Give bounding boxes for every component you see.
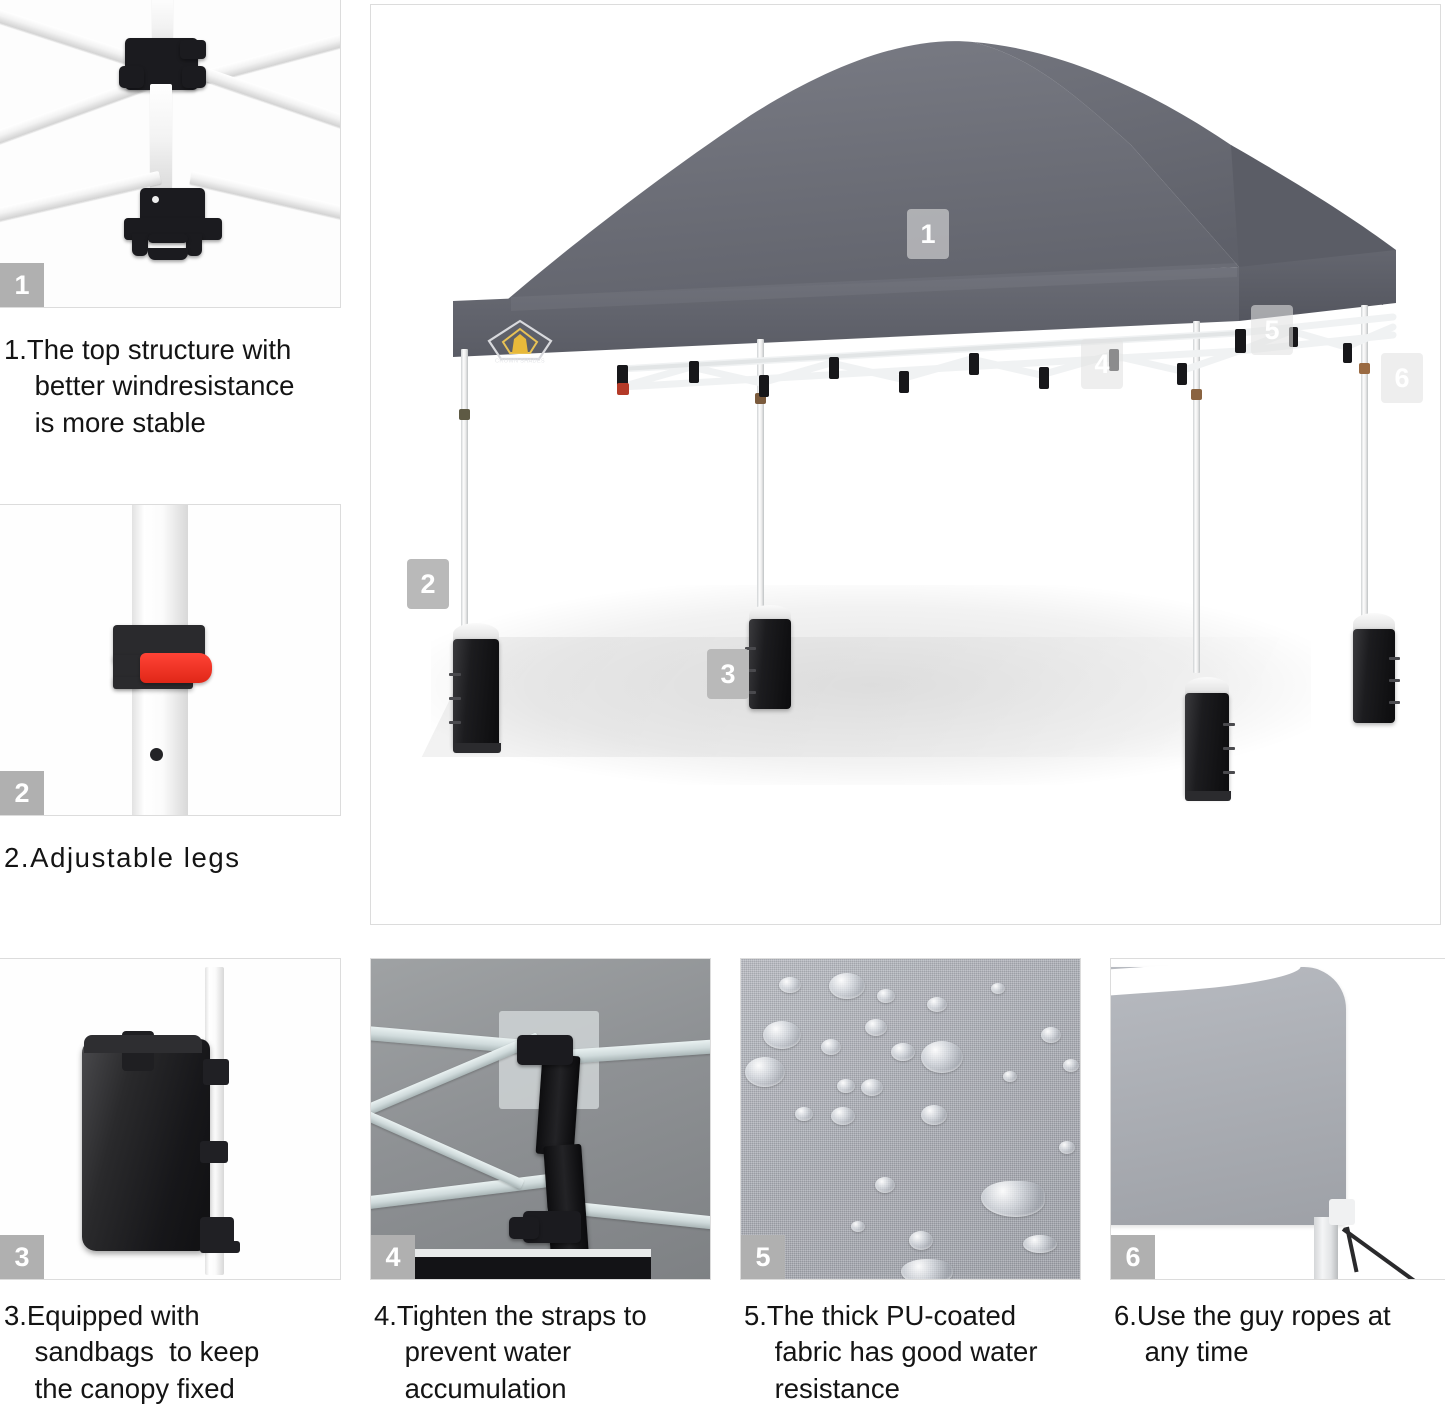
leg-release-button[interactable] bbox=[140, 653, 212, 683]
leg-weight-bag-1 bbox=[453, 639, 499, 749]
hero-callout-2: 2 bbox=[407, 559, 449, 609]
canopy-leg-second bbox=[757, 339, 764, 625]
feature-badge-4: 4 bbox=[371, 1235, 415, 1279]
brand-logo: CROWN SHADES bbox=[481, 317, 559, 365]
leg-collar-second bbox=[755, 393, 766, 404]
canopy-leg-post bbox=[1314, 1217, 1338, 1279]
feature-caption-3: 3.Equipped with sandbags to keep the can… bbox=[4, 1300, 260, 1404]
feature-caption-5: 5.The thick PU-coated fabric has good wa… bbox=[744, 1300, 1038, 1404]
feature-caption-6: 6.Use the guy ropes at any time bbox=[1114, 1300, 1391, 1368]
valance-truss-lattice bbox=[617, 313, 1397, 397]
canopy-leg-front-left bbox=[461, 349, 468, 657]
feature-image-guy-ropes: 6 bbox=[1110, 958, 1445, 1280]
feature-caption-2: 2.Adjustable legs bbox=[4, 842, 241, 873]
hero-canopy-image: CROWN SHADES bbox=[370, 4, 1441, 925]
hero-callout-5: 5 bbox=[1251, 305, 1293, 355]
feature-badge-5: 5 bbox=[741, 1235, 785, 1279]
feature-badge-3: 3 bbox=[0, 1235, 44, 1279]
leg-weight-bag-3 bbox=[1185, 693, 1229, 797]
feature-caption-1: 1.The top structure with better windresi… bbox=[4, 334, 295, 438]
feature-caption-4: 4.Tighten the straps to prevent water ac… bbox=[374, 1300, 647, 1404]
feature-image-top-structure: 1 bbox=[0, 0, 341, 308]
hero-callout-6: 6 bbox=[1381, 353, 1423, 403]
leg-collar-front-left bbox=[459, 409, 470, 420]
sandbag-weight bbox=[82, 1039, 210, 1251]
feature-badge-1: 1 bbox=[0, 263, 44, 307]
leg-collar-third bbox=[1191, 389, 1202, 400]
hero-callout-4: 4 bbox=[1081, 339, 1123, 389]
canopy-leg-far-right bbox=[1361, 305, 1368, 617]
sandbag-strap-upper bbox=[203, 1059, 229, 1085]
hero-callout-3: 3 bbox=[707, 649, 749, 699]
feature-image-sandbags: 3 bbox=[0, 958, 341, 1280]
canopy-corner-fabric bbox=[1111, 967, 1346, 1225]
leg-weight-bag-4 bbox=[1353, 629, 1395, 723]
feature-badge-2: 2 bbox=[0, 771, 44, 815]
leg-collar-far-right bbox=[1359, 363, 1370, 374]
feature-image-tighten-straps: 4 bbox=[370, 958, 711, 1280]
hero-callout-1: 1 bbox=[907, 209, 949, 259]
leg-weight-bag-2 bbox=[749, 619, 791, 709]
tension-strap bbox=[535, 1053, 581, 1157]
sandbag-strap-middle bbox=[200, 1141, 228, 1163]
canopy-leg-third bbox=[1193, 321, 1200, 673]
canopy-roof bbox=[453, 41, 1396, 357]
feature-badge-6: 6 bbox=[1111, 1235, 1155, 1279]
svg-text:CROWN SHADES: CROWN SHADES bbox=[495, 359, 545, 364]
feature-image-adjustable-legs: 2 bbox=[0, 504, 341, 816]
feature-image-pu-fabric: 5 bbox=[740, 958, 1081, 1280]
